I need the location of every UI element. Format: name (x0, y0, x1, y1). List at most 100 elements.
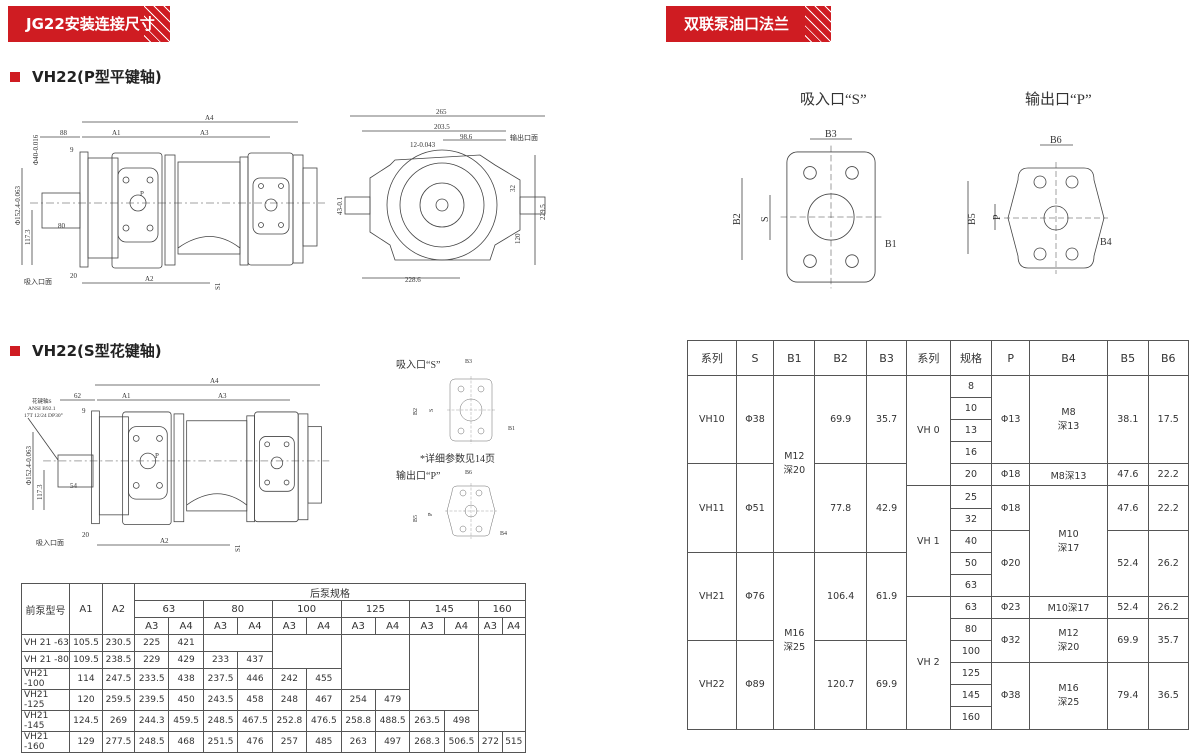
dim-label: B5 (967, 213, 978, 225)
a4-cell: 506.5 (443, 731, 480, 753)
side-view-p-shaft (21, 121, 326, 284)
dim-label: A4 (205, 114, 214, 122)
size-cell: 100 (949, 640, 993, 664)
spline-note: 花键轴S (32, 397, 52, 405)
flange-title: 吸入口“S” (800, 92, 867, 108)
b6-cell: 26.2 (1147, 595, 1190, 620)
side-view-s-shaft (27, 384, 330, 546)
dim-label: 229.5 (539, 204, 547, 220)
a1-cell: 124.5 (69, 710, 103, 732)
empty-cell (271, 634, 342, 669)
p-cell: Φ23 (991, 595, 1030, 620)
flange-title: 输出口“P” (1025, 91, 1092, 108)
model-cell: VH21 -100 (21, 668, 70, 690)
spline-note: 17T 12/24 DP30° (24, 412, 63, 419)
b5-cell: 47.6 (1107, 485, 1149, 531)
b3-cell: 42.9 (865, 463, 908, 553)
b6-cell: 22.2 (1147, 485, 1190, 531)
bullet-square (10, 71, 20, 82)
a3-cell: 254 (340, 689, 376, 711)
table-row: 160 (688, 706, 1189, 730)
port-label: P (155, 452, 159, 460)
stripe-decoration (144, 6, 170, 42)
a4-cell: 476 (237, 731, 273, 753)
a3-cell: 251.5 (202, 731, 239, 753)
sub-header: A3 (478, 617, 503, 635)
dim-label: 88 (60, 129, 68, 137)
dim-label: 80 (58, 222, 66, 230)
b1-cell: M16 深25 (773, 551, 816, 730)
a3-cell: 244.3 (133, 710, 170, 732)
b6-cell: 26.2 (1147, 529, 1190, 597)
flange-title: 吸入口“S” (396, 360, 440, 371)
size-cell: 80 (949, 618, 993, 642)
dim-label: 32 (509, 185, 517, 193)
size-header: 160 (478, 600, 526, 618)
small-outlet-flange (444, 482, 498, 540)
size-cell: 145 (949, 684, 993, 708)
dim-label: S1 (234, 544, 242, 552)
p-cell: Φ13 (991, 374, 1030, 465)
dim-label: B2 (413, 408, 419, 415)
size-cell: 16 (949, 441, 993, 465)
sub-header: A4 (501, 617, 527, 635)
b4-cell: M16 深25 (1028, 662, 1109, 730)
a2-cell: 247.5 (102, 668, 135, 690)
dim-label: A1 (112, 129, 121, 137)
b4-cell: M8 深13 (1028, 374, 1109, 465)
b2-cell: 69.9 (814, 374, 867, 465)
s-cell: Φ38 (735, 374, 775, 465)
a4-cell: 437 (237, 651, 273, 669)
b6-cell: 36.5 (1147, 662, 1190, 730)
size-cell: 13 (949, 419, 993, 443)
table-header-row: 系列 S B1 B2 B3 系列 规格 P B4 B5 B6 (687, 340, 1190, 376)
series-cell: VH10 (687, 374, 737, 465)
header-cell: A1 (69, 583, 103, 635)
header-cell: 系列 (906, 340, 951, 376)
b4-cell: M10 深17 (1028, 485, 1109, 597)
dim-label: Φ152.4-0.063 (25, 446, 33, 485)
size-cell: 63 (949, 573, 993, 597)
table-row: 63 (688, 573, 1189, 597)
a4-cell: 455 (306, 668, 342, 690)
dim-label: 吸入口面 (36, 539, 64, 547)
sub-header: A3 (340, 617, 376, 635)
size-cell: 25 (949, 485, 993, 509)
section-title: VH22(P型平键轴) (32, 68, 162, 86)
a3-cell: 252.8 (271, 710, 308, 732)
sub-header: A4 (443, 617, 480, 635)
b2-cell: 120.7 (814, 640, 867, 730)
sub-header: A3 (271, 617, 308, 635)
dim-label: P (992, 214, 1003, 220)
p-cell: Φ18 (991, 485, 1030, 531)
sub-header: A3 (133, 617, 170, 635)
dim-label: 54 (70, 482, 78, 490)
sub-header: A4 (306, 617, 342, 635)
dim-label: A4 (210, 377, 219, 385)
b6-cell: 35.7 (1147, 618, 1190, 664)
small-suction-flange (446, 375, 496, 445)
b5-cell: 52.4 (1107, 595, 1149, 620)
dim-label: 265 (436, 108, 447, 116)
empty-cell (409, 634, 480, 711)
a1-cell: 105.5 (69, 634, 103, 652)
b5-cell: 79.4 (1107, 662, 1149, 730)
header-cell: 前泵型号 (21, 583, 70, 635)
banner-title: JG22安装连接尺寸 (26, 15, 155, 33)
dim-label: 9 (70, 146, 74, 154)
front-view (344, 115, 546, 279)
a3-cell: 263 (340, 731, 376, 753)
b5-cell: 69.9 (1107, 618, 1149, 664)
s-cell: Φ76 (735, 551, 775, 642)
series-cell: VH 0 (906, 374, 951, 487)
a1-cell: 114 (69, 668, 103, 690)
b3-cell: 35.7 (865, 374, 908, 465)
